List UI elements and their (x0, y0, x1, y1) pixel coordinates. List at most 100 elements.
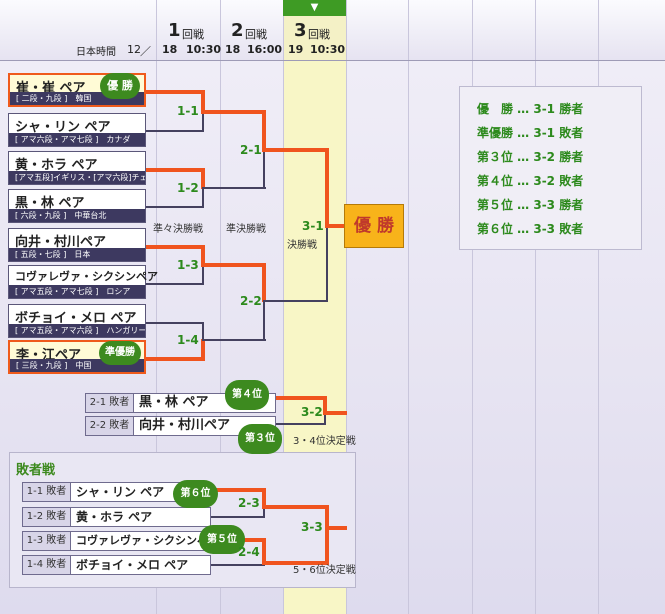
loser-tag: 1-1 敗者 (23, 483, 71, 501)
column-divider (472, 0, 473, 614)
match-3-1: 3-1 (302, 219, 324, 233)
loser-row[interactable]: 1-2 敗者 黄・ホラ ペア (22, 507, 211, 527)
team-name: ボチョイ・メロ ペア (76, 558, 189, 572)
legend-item: 第４位 … 3-2 敗者 (477, 174, 584, 188)
loser-row[interactable]: 1-1 敗者 シャ・リン ペア (22, 482, 211, 502)
round3-time: 10:30 (310, 43, 346, 56)
champion-label: 優 勝 (354, 216, 394, 236)
bracket-line (263, 300, 265, 341)
active-round-tab[interactable]: ▼ (283, 0, 346, 16)
column-divider (220, 0, 221, 614)
team-card[interactable]: ボチョイ・メロ ペア [ アマ五段・アマ六段 ] ハンガリー (8, 304, 146, 338)
bracket-line (202, 188, 204, 208)
team-name: 向井・村川ペア (139, 418, 231, 433)
team-rank-country: [ アマ六段・アマ七段 ] カナダ (9, 133, 145, 146)
header-col-divider (156, 0, 157, 60)
match-1-2: 1-2 (177, 181, 199, 195)
team-card[interactable]: 李・江ペア [ 三段・九段 ] 中国 (8, 340, 146, 374)
bracket-line (263, 506, 265, 518)
bracket-line (263, 300, 328, 302)
bracket-line (202, 187, 266, 189)
bracket-line (262, 505, 329, 509)
loser-row[interactable]: 1-4 敗者 ボチョイ・メロ ペア (22, 555, 211, 575)
bracket-line (201, 263, 265, 267)
team-name: コヴァレヴァ・シクシンペア (15, 270, 158, 283)
bracket-line (146, 322, 204, 324)
bracket-line (201, 90, 205, 113)
loser-tag: 1-3 敗者 (23, 532, 71, 550)
match-1-1: 1-1 (177, 104, 199, 118)
round2-day: 18 (225, 43, 241, 56)
match-2-1: 2-1 (240, 143, 262, 157)
loser-row[interactable]: 2-2 敗者 向井・村川ペア (85, 416, 276, 436)
bracket-line (202, 322, 204, 341)
bracket-line (210, 516, 265, 518)
bracket-line (146, 206, 204, 208)
bracket-line (325, 505, 329, 565)
team-name: 黒・林 ペア (139, 395, 209, 410)
stage-semifinal: 準決勝戦 (226, 224, 266, 235)
team-name: 黒・林 ペア (15, 196, 85, 211)
bracket-line (326, 226, 328, 302)
bracket-line (146, 90, 204, 94)
column-divider (156, 0, 157, 614)
team-card[interactable]: 黒・林 ペア [ 六段・九段 ] 中華台北 (8, 189, 146, 223)
date-separator: ／ (140, 45, 151, 58)
round3-number: 3 (294, 20, 307, 41)
round1-label: 回戦 (182, 28, 204, 41)
loser-tag: 2-2 敗者 (86, 417, 134, 435)
bracket-line (262, 110, 266, 151)
consolation-title: 敗者戦 (16, 463, 56, 478)
team-rank-country: [ 六段・九段 ] 中華台北 (9, 209, 145, 222)
bracket-line (202, 265, 204, 285)
team-card[interactable]: シャ・リン ペア [ アマ六段・アマ七段 ] カナダ (8, 113, 146, 147)
team-card[interactable]: コヴァレヴァ・シクシンペア [ アマ五段・アマ七段 ] ロシア (8, 265, 158, 299)
bracket-line (262, 538, 266, 565)
down-arrow-icon: ▼ (310, 2, 319, 13)
loser-row[interactable]: 1-3 敗者 コヴァレヴァ・シクシンペア (22, 531, 219, 551)
match-3-2: 3-2 (301, 405, 323, 419)
round1-number: 1 (168, 20, 181, 41)
loser-tag: 1-2 敗者 (23, 508, 71, 526)
fifth-place-badge: 第５位 (199, 525, 245, 554)
round1-day: 18 (162, 43, 178, 56)
column-divider (408, 0, 409, 614)
team-name: 黄・ホラ ペア (15, 158, 98, 173)
bracket-line (201, 168, 205, 189)
bracket-line (325, 148, 329, 227)
legend-item: 第３位 … 3-2 勝者 (477, 150, 584, 164)
header-col-divider (408, 0, 409, 60)
bracket-line (262, 148, 329, 152)
bracket-line (262, 263, 266, 302)
champion-badge: 優 勝 (100, 73, 140, 99)
bracket-line (146, 130, 204, 132)
round2-label: 回戦 (245, 28, 267, 41)
bracket-line (325, 224, 345, 228)
bracket-line (323, 396, 327, 415)
stage-quarterfinal: 準々決勝戦 (153, 224, 203, 235)
team-card[interactable]: 黄・ホラ ペア [アマ五段]イギリス・[アマ六段]チェコ (8, 151, 146, 185)
champion-box: 優 勝 (344, 204, 404, 248)
legend-item: 優 勝 … 3-1 勝者 (477, 102, 584, 116)
loser-tag: 2-1 敗者 (86, 394, 134, 412)
team-card[interactable]: 崔・崔 ペア [ 二段・九段 ] 韓国 (8, 73, 146, 107)
round2-time: 16:00 (247, 43, 283, 56)
legend-item: 第６位 … 3-3 敗者 (477, 222, 584, 236)
bracket-line (325, 526, 347, 530)
column-divider (535, 0, 536, 614)
match-2-4: 2-4 (238, 545, 260, 559)
round1-time: 10:30 (186, 43, 222, 56)
team-rank-country: [ アマ五段・アマ六段 ] ハンガリー (9, 324, 145, 337)
round3-label: 回戦 (308, 28, 330, 41)
schedule-header: ▼ 日本時間 12 ／ 1 回戦 18 10:30 2 回戦 18 16:00 … (0, 0, 665, 61)
bracket-line (146, 283, 204, 285)
team-card[interactable]: 向井・村川ペア [ 五段・七段 ] 日本 (8, 228, 146, 262)
legend-panel: 優 勝 … 3-1 勝者 準優勝 … 3-1 敗者 第３位 … 3-2 勝者 第… (459, 86, 642, 250)
bracket-line (275, 396, 327, 400)
header-col-divider (535, 0, 536, 60)
loser-row[interactable]: 2-1 敗者 黒・林 ペア (85, 393, 276, 413)
team-name: ボチョイ・メロ ペア (15, 311, 137, 326)
bracket-line (146, 245, 204, 249)
header-col-divider (220, 0, 221, 60)
